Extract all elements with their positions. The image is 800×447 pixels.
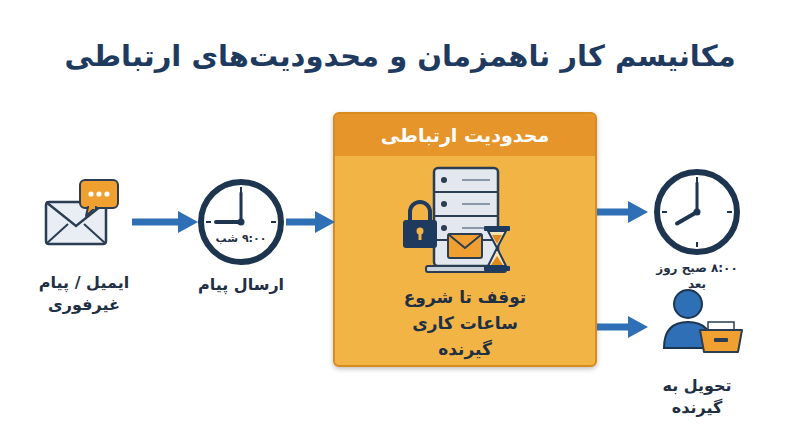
- inbox-paper: [708, 322, 734, 332]
- server-illustration: [426, 168, 506, 272]
- hourglass-sand: [491, 256, 503, 265]
- envelope-fold: [84, 224, 106, 244]
- minute-hand: [696, 183, 699, 212]
- hourglass-symbol: [484, 226, 510, 271]
- speech-bubble-joint: [89, 206, 95, 209]
- clock-icon: [201, 182, 281, 262]
- bubble-dot: [104, 191, 109, 196]
- flow-arrow: [286, 219, 323, 226]
- node-label: ۹:۰۰ شب: [196, 232, 286, 246]
- clock-tick: [696, 242, 698, 247]
- server-body: [434, 168, 498, 266]
- padlock-symbol: [403, 202, 437, 248]
- inbox-handle: [714, 338, 728, 342]
- flow-arrow: [132, 219, 186, 226]
- envelope-symbol: [448, 234, 482, 258]
- envelope-body: [448, 234, 482, 258]
- clock-ticks: [662, 177, 732, 247]
- server-divider: [434, 215, 498, 217]
- clock-icon: [657, 172, 737, 252]
- padlock-body: [403, 220, 437, 248]
- envelope-fold: [46, 224, 68, 244]
- constraint-box: محدودیت ارتباطی توقف تا شروع ساعات کاری گ…: [333, 112, 597, 367]
- clock-center: [238, 219, 245, 226]
- clock-tick: [206, 221, 211, 223]
- hourglass-sand: [492, 235, 502, 244]
- node-label: توقف تا شروع ساعات کاری گیرنده: [393, 284, 537, 362]
- padlock-keyhole: [417, 228, 424, 235]
- hourglass-cap: [484, 266, 510, 271]
- server-led: [441, 177, 447, 183]
- server-slots: [462, 180, 490, 228]
- envelope-flap: [448, 234, 482, 248]
- clock-tick: [271, 221, 276, 223]
- envelope-icon: [46, 180, 118, 244]
- inbox-tray: [700, 330, 742, 352]
- icon-node: تحویل به گیرنده: [646, 285, 748, 400]
- diagram-title: مکانیسم کار ناهمزمان و محدودیت‌های ارتبا…: [0, 34, 800, 78]
- server-base: [426, 266, 506, 272]
- bubble-dot: [96, 191, 101, 196]
- box-heading: محدودیت ارتباطی: [335, 114, 595, 156]
- minute-hand: [240, 193, 243, 222]
- person-head: [674, 290, 702, 318]
- hourglass-cap: [484, 226, 510, 231]
- flow-arrow: [597, 324, 636, 331]
- clock-face: [201, 182, 281, 262]
- flow-arrow: [597, 209, 636, 216]
- node-label: ایمیل / پیام غیرفوری: [36, 272, 132, 316]
- node-label: ۸:۰۰ صبح روز بعد: [646, 260, 748, 292]
- server-led: [441, 225, 447, 231]
- hour-hand: [677, 212, 697, 224]
- clock-tick: [696, 177, 698, 182]
- node-label: ارسال پیام: [196, 274, 286, 296]
- clock-ticks: [206, 187, 276, 222]
- speech-bubble: [80, 180, 118, 208]
- clock-tick: [727, 211, 732, 213]
- clock-center: [694, 209, 701, 216]
- clock-face: [657, 172, 737, 252]
- envelope-body: [46, 202, 106, 244]
- person-body: [664, 322, 712, 348]
- speech-bubble-tail: [86, 207, 96, 216]
- server-slot: [462, 203, 490, 205]
- hour-hand: [216, 220, 241, 224]
- person-icon: [664, 290, 742, 352]
- icon-node: ۹:۰۰ شب ارسال پیام: [196, 180, 286, 305]
- node-label: تحویل به گیرنده: [646, 375, 748, 419]
- icon-node: ایمیل / پیام غیرفوری: [36, 180, 132, 320]
- hourglass-bottom: [488, 248, 506, 266]
- server-divider: [434, 239, 498, 241]
- server-led: [441, 201, 447, 207]
- server-divider: [434, 191, 498, 193]
- server-slot: [462, 179, 490, 181]
- padlock-keyhole: [419, 232, 422, 240]
- envelope-flap: [46, 202, 106, 226]
- icon-node: ۸:۰۰ صبح روز بعد: [646, 170, 748, 280]
- clock-tick: [662, 211, 667, 213]
- hourglass-top: [488, 231, 506, 248]
- padlock-shackle: [410, 202, 430, 222]
- server-slot: [462, 227, 490, 229]
- bubble-dot: [88, 191, 93, 196]
- clock-tick: [240, 187, 242, 192]
